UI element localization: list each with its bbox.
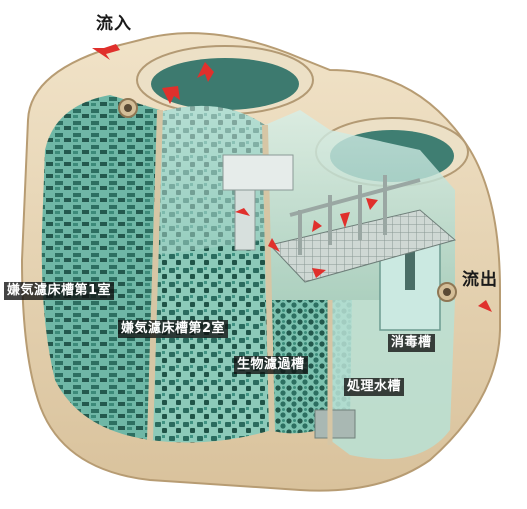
disinfection-label: 消毒槽 — [388, 334, 435, 352]
biofilter-label: 生物濾過槽 — [234, 356, 308, 374]
treated-water-label: 処理水槽 — [344, 378, 405, 396]
flow-arrows — [92, 44, 492, 312]
outflow-label: 流出 — [462, 270, 498, 290]
inflow-label: 流入 — [96, 14, 132, 34]
chamber1-label: 嫌気濾床槽第1室 — [4, 282, 115, 300]
chamber2-label: 嫌気濾床槽第2室 — [118, 320, 229, 338]
